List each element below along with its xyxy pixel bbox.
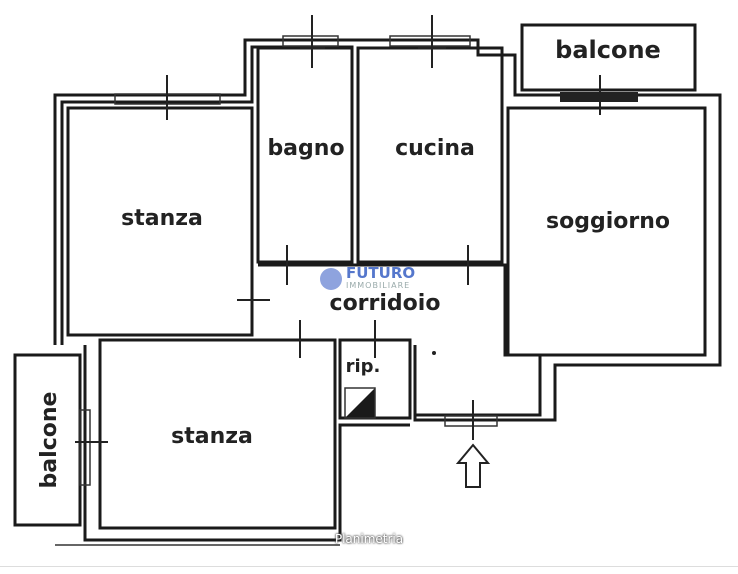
label-bagno: bagno bbox=[267, 136, 344, 161]
label-balcone-top: balcone bbox=[555, 36, 661, 64]
watermark: FUTURO IMMOBILIARE bbox=[318, 266, 415, 290]
outer-wall bbox=[53, 38, 722, 422]
label-stanza-bottom: stanza bbox=[171, 424, 253, 449]
outer-wall-inner bbox=[60, 45, 354, 345]
outer-wall-bottom bbox=[83, 345, 410, 542]
label-cucina: cucina bbox=[395, 136, 475, 161]
watermark-brand: FUTURO bbox=[346, 264, 416, 282]
room-balcone-top bbox=[520, 23, 697, 92]
watermark-logo-icon bbox=[320, 268, 342, 290]
label-stanza-top: stanza bbox=[121, 206, 203, 231]
label-corridoio: corridoio bbox=[330, 291, 441, 316]
stair-box bbox=[344, 387, 376, 419]
stair-mark bbox=[345, 388, 375, 418]
label-rip: rip. bbox=[346, 356, 381, 377]
arrow-up-icon bbox=[455, 443, 491, 488]
label-soggiorno: soggiorno bbox=[546, 209, 670, 234]
divider bbox=[0, 566, 738, 567]
watermark-sub: IMMOBILIARE bbox=[346, 281, 411, 290]
caption: Planimetria bbox=[334, 532, 404, 546]
room-soggiorno bbox=[506, 106, 707, 357]
door-marks bbox=[75, 15, 601, 443]
label-balcone-left: balcone bbox=[37, 392, 62, 489]
room-corridoio bbox=[258, 263, 542, 417]
room-stanza-bottom bbox=[98, 338, 337, 530]
room-stanza-top bbox=[66, 106, 254, 337]
